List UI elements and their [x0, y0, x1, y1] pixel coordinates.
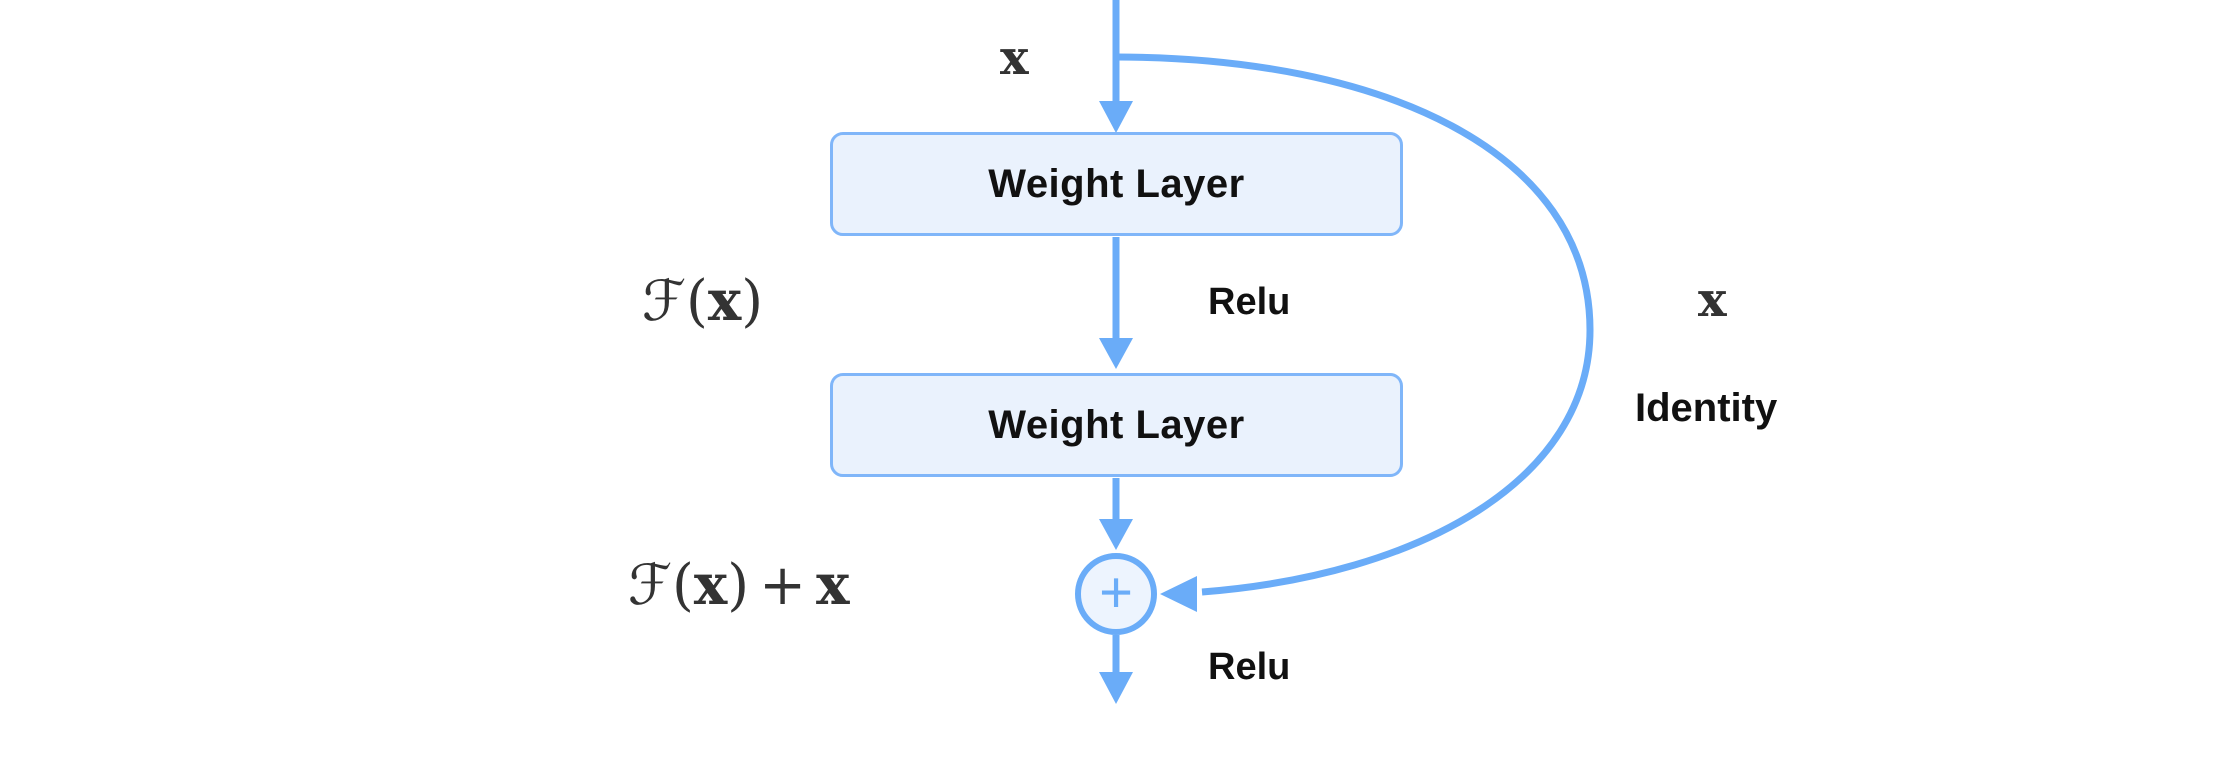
layer1-to-layer2-arrowhead-icon [1099, 338, 1133, 369]
sum-node-circle [1075, 553, 1157, 635]
layer2-to-sum-arrowhead-icon [1099, 519, 1133, 550]
weight-layer-2-label: Weight Layer [988, 402, 1245, 447]
relu-out-label: Relu [1208, 646, 1291, 688]
weight-layer-2-box: Weight Layer [830, 373, 1403, 477]
weight-layer-1-box: Weight Layer [830, 132, 1403, 236]
input-x-label: x [1000, 30, 1029, 86]
identity-label: Identity [1635, 386, 1778, 430]
weight-layer-1-label: Weight Layer [988, 161, 1245, 206]
residual-sum-label: ℱ(x)+x [628, 552, 850, 618]
relu-mid-label: Relu [1208, 281, 1291, 323]
skip-arrowhead-icon [1160, 576, 1197, 612]
plus-icon: + [1099, 560, 1133, 625]
output-arrowhead-icon [1099, 672, 1133, 704]
f-of-x-label: ℱ(x) [642, 268, 764, 334]
skip-connection-curve [1115, 53, 1594, 596]
input-arrowhead-icon [1099, 101, 1133, 133]
identity-x-label: x [1698, 272, 1727, 328]
